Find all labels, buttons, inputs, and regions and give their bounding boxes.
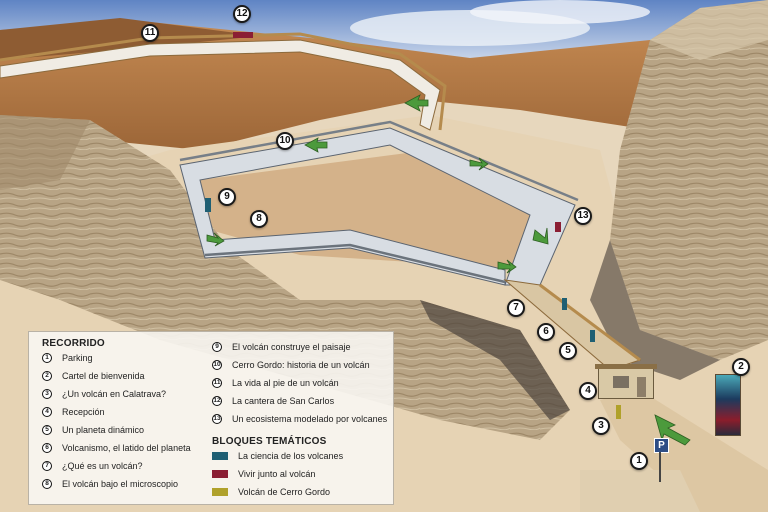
marker-12[interactable]: 12 bbox=[233, 5, 251, 23]
marker-8[interactable]: 8 bbox=[250, 210, 268, 228]
legend-number: 2 bbox=[42, 371, 52, 381]
direction-arrow bbox=[206, 232, 225, 247]
legend-label: ¿Qué es un volcán? bbox=[62, 461, 143, 471]
bloque-label: Vivir junto al volcán bbox=[238, 469, 316, 479]
parking-sign-icon: P bbox=[654, 438, 669, 453]
marker-2[interactable]: 2 bbox=[732, 358, 750, 376]
marker-7[interactable]: 7 bbox=[507, 299, 525, 317]
marker-9[interactable]: 9 bbox=[218, 188, 236, 206]
legend-item: 6 Volcanismo, el latido del planeta bbox=[42, 439, 212, 457]
marker-5[interactable]: 5 bbox=[559, 342, 577, 360]
right-cliff bbox=[610, 0, 768, 360]
legend-title-bloques: BLOQUES TEMÁTICOS bbox=[212, 436, 327, 447]
legend-label: Un ecosistema modelado por volcanes bbox=[232, 414, 388, 424]
legend-item: 11 La vida al pie de un volcán bbox=[212, 374, 392, 392]
bloque-swatch bbox=[212, 452, 228, 460]
bloque-label: La ciencia de los volcanes bbox=[238, 451, 344, 461]
marker-11[interactable]: 11 bbox=[141, 24, 159, 42]
legend-item: 2 Cartel de bienvenida bbox=[42, 367, 212, 385]
marker-1[interactable]: 1 bbox=[630, 452, 648, 470]
direction-arrow bbox=[304, 137, 328, 153]
legend-item: 3 ¿Un volcán en Calatrava? bbox=[42, 385, 212, 403]
legend-label: La vida al pie de un volcán bbox=[232, 378, 339, 388]
legend-item: 7 ¿Qué es un volcán? bbox=[42, 457, 212, 475]
direction-arrow bbox=[404, 94, 429, 112]
legend-label: ¿Un volcán en Calatrava? bbox=[62, 389, 167, 399]
legend-item: 13 Un ecosistema modelado por volcanes bbox=[212, 410, 392, 428]
legend-bloque: Volcán de Cerro Gordo bbox=[212, 483, 392, 501]
legend-item: 12 La cantera de San Carlos bbox=[212, 392, 392, 410]
direction-arrow bbox=[532, 227, 549, 245]
legend-number: 3 bbox=[42, 389, 52, 399]
marker-10[interactable]: 10 bbox=[276, 132, 294, 150]
legend-number: 9 bbox=[212, 342, 222, 352]
legend-number: 6 bbox=[42, 443, 52, 453]
legend-label: El volcán bajo el microscopio bbox=[62, 479, 179, 489]
legend-item: 10 Cerro Gordo: historia de un volcán bbox=[212, 356, 392, 374]
legend-number: 1 bbox=[42, 353, 52, 363]
welcome-sign bbox=[715, 374, 741, 436]
legend-item: 4 Recepción bbox=[42, 403, 212, 421]
legend-number: 12 bbox=[212, 396, 222, 406]
entrance-path bbox=[600, 390, 768, 512]
legend-label: Un planeta dinámico bbox=[62, 425, 145, 435]
marker-6[interactable]: 6 bbox=[537, 323, 555, 341]
legend-label: Parking bbox=[62, 353, 93, 363]
reception-kiosk bbox=[595, 364, 657, 399]
legend-column-left: RECORRIDO 1 Parking 2 Cartel de bienvenida… bbox=[42, 338, 212, 493]
legend-label: Cartel de bienvenida bbox=[62, 371, 145, 381]
upper-walkway bbox=[0, 39, 441, 131]
left-cliff bbox=[0, 115, 570, 440]
legend-item: 5 Un planeta dinámico bbox=[42, 421, 212, 439]
legend-number: 10 bbox=[212, 360, 222, 370]
direction-arrow bbox=[497, 259, 517, 274]
legend-bloque: La ciencia de los volcanes bbox=[212, 447, 392, 465]
legend-number: 13 bbox=[212, 414, 222, 424]
legend-label: El volcán construye el paisaje bbox=[232, 342, 351, 352]
marker-3[interactable]: 3 bbox=[592, 417, 610, 435]
legend-label: Cerro Gordo: historia de un volcán bbox=[232, 360, 370, 370]
legend-label: Volcanismo, el latido del planeta bbox=[62, 443, 191, 453]
direction-arrow bbox=[469, 157, 489, 171]
legend-panel: RECORRIDO 1 Parking 2 Cartel de bienvenida… bbox=[28, 331, 394, 505]
legend-number: 11 bbox=[212, 378, 222, 388]
legend-item: 8 El volcán bajo el microscopio bbox=[42, 475, 212, 493]
bloque-label: Volcán de Cerro Gordo bbox=[238, 487, 331, 497]
legend-title-recorrido: RECORRIDO bbox=[42, 338, 105, 349]
legend-label: Recepción bbox=[62, 407, 105, 417]
legend-number: 4 bbox=[42, 407, 52, 417]
marker-13[interactable]: 13 bbox=[574, 207, 592, 225]
legend-item: 9 El volcán construye el paisaje bbox=[212, 338, 392, 356]
bloque-swatch bbox=[212, 488, 228, 496]
marker-4[interactable]: 4 bbox=[579, 382, 597, 400]
legend-label: La cantera de San Carlos bbox=[232, 396, 335, 406]
bloque-swatch bbox=[212, 470, 228, 478]
legend-column-right: 9 El volcán construye el paisaje 10 Cerro … bbox=[212, 338, 392, 501]
legend-bloque: Vivir junto al volcán bbox=[212, 465, 392, 483]
legend-number: 8 bbox=[42, 479, 52, 489]
legend-number: 7 bbox=[42, 461, 52, 471]
pentagon-walkway bbox=[179, 127, 576, 286]
legend-item: 1 Parking bbox=[42, 349, 212, 367]
legend-number: 5 bbox=[42, 425, 52, 435]
parking-sign-pole bbox=[659, 452, 661, 482]
